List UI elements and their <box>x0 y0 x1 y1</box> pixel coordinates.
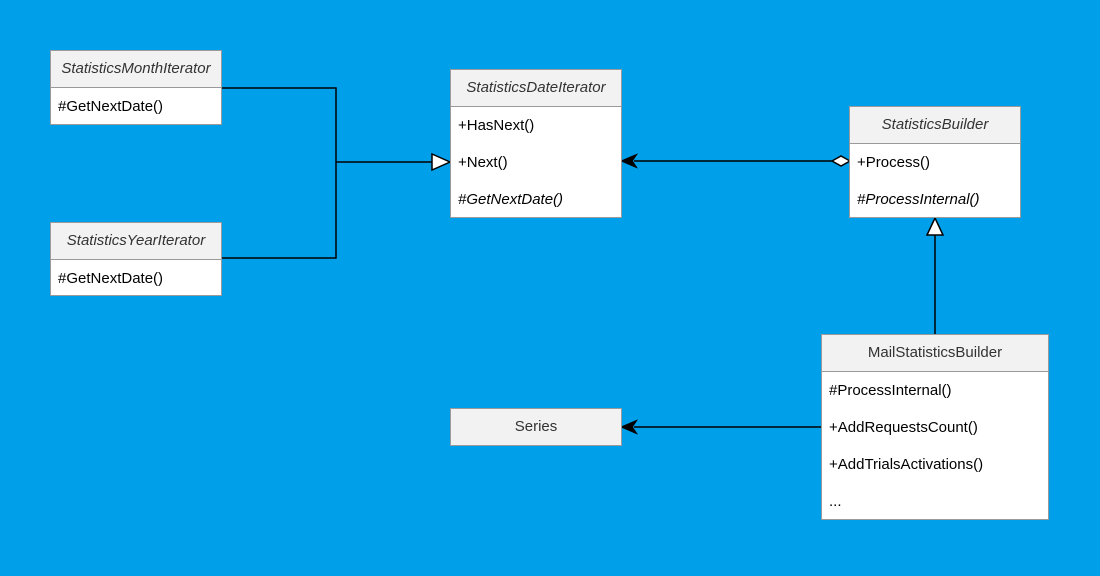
method-ellipsis: ... <box>829 493 842 510</box>
class-name: StatisticsMonthIterator <box>51 51 221 88</box>
method-get-next-date: #GetNextDate() <box>58 270 164 287</box>
generalization-builder <box>925 216 945 335</box>
method-add-trials-activations: +AddTrialsActivations() <box>829 456 984 473</box>
class-mail-statistics-builder[interactable]: MailStatisticsBuilder #ProcessInternal()… <box>821 334 1049 520</box>
class-name: StatisticsDateIterator <box>451 70 621 107</box>
class-name: Series <box>514 418 558 435</box>
method-get-next-date: #GetNextDate() <box>58 98 164 115</box>
class-name: MailStatisticsBuilder <box>822 335 1048 372</box>
class-statistics-year-iterator[interactable]: StatisticsYearIterator #GetNextDate() <box>50 222 222 296</box>
method-add-requests-count: +AddRequestsCount() <box>829 419 978 436</box>
method-has-next: +HasNext() <box>458 117 535 134</box>
method-process-internal: #ProcessInternal() <box>829 382 952 399</box>
method-get-next-date: #GetNextDate() <box>458 191 564 208</box>
method-process: +Process() <box>857 154 930 171</box>
generalization-iterators <box>221 87 452 259</box>
class-statistics-builder[interactable]: StatisticsBuilder +Process() #ProcessInt… <box>849 106 1021 218</box>
class-name: StatisticsBuilder <box>850 107 1020 144</box>
method-process-internal: #ProcessInternal() <box>857 191 980 208</box>
aggregation-builder-iterator <box>620 153 852 169</box>
association-series <box>620 419 821 435</box>
method-next: +Next() <box>458 154 508 171</box>
class-name: StatisticsYearIterator <box>51 223 221 260</box>
class-statistics-date-iterator[interactable]: StatisticsDateIterator +HasNext() +Next(… <box>450 69 622 218</box>
class-series[interactable]: Series <box>450 408 622 446</box>
class-statistics-month-iterator[interactable]: StatisticsMonthIterator #GetNextDate() <box>50 50 222 125</box>
